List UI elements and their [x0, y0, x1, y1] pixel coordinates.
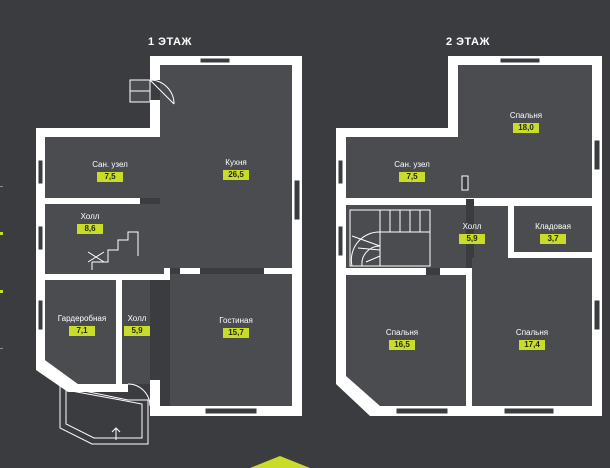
- room-name: Кухня: [225, 158, 247, 167]
- floor-1-rooms: [45, 65, 292, 406]
- edge-tick: [0, 186, 3, 187]
- room-area: 3,7: [540, 234, 566, 244]
- room-name: Кладовая: [535, 222, 571, 231]
- room-name: Холл: [462, 222, 482, 231]
- floor-1-entrance: [129, 79, 175, 105]
- room-area: 18,0: [513, 123, 539, 133]
- room-f1-hall: Холл 8,6: [60, 212, 120, 234]
- room-name: Холл: [127, 314, 147, 323]
- room-area: 7,5: [399, 172, 425, 182]
- room-name: Гардеробная: [57, 314, 107, 323]
- room-f2-storage: Кладовая 3,7: [518, 222, 588, 244]
- room-f1-wardrobe: Гардеробная 7,1: [48, 314, 116, 336]
- floor-1-porch: [59, 383, 151, 445]
- room-name: Спальня: [385, 328, 419, 337]
- floor-2-windows: [337, 57, 601, 415]
- bottom-triangle-decoration: [250, 456, 310, 468]
- floor-1-windows: [37, 57, 301, 415]
- floor-1-plan: [36, 56, 302, 445]
- room-name: Холл: [80, 212, 100, 221]
- room-f2-bedroom-2: Спальня 16,5: [362, 328, 442, 350]
- room-name: Сан. узел: [92, 160, 128, 169]
- floor-2-rooms: [346, 65, 592, 406]
- floor-2-plan: [336, 56, 602, 416]
- room-area: 5,9: [459, 234, 485, 244]
- room-f2-hall: Холл 5,9: [452, 222, 492, 244]
- room-f2-bedroom-1: Спальня 18,0: [486, 111, 566, 133]
- room-area: 5,9: [124, 326, 150, 336]
- room-area: 7,1: [69, 326, 95, 336]
- room-f1-bathroom: Сан. узел 7,5: [70, 160, 150, 182]
- edge-tick: [0, 348, 3, 349]
- room-name: Сан. узел: [394, 160, 430, 169]
- room-f1-hall-2: Холл 5,9: [122, 314, 152, 336]
- room-area: 7,5: [97, 172, 123, 182]
- edge-marker: [0, 290, 3, 293]
- room-area: 26,5: [223, 170, 249, 180]
- floor-1-stairs: [87, 231, 139, 270]
- room-f1-kitchen: Кухня 26,5: [196, 158, 276, 180]
- room-f2-bathroom: Сан. узел 7,5: [372, 160, 452, 182]
- room-name: Гостиная: [219, 316, 253, 325]
- room-name: Спальня: [509, 111, 543, 120]
- floor-2-stairs: [349, 209, 431, 267]
- floor-2-title: 2 ЭТАЖ: [446, 36, 490, 48]
- room-area: 8,6: [77, 224, 103, 234]
- room-area: 17,4: [519, 340, 545, 350]
- room-name: Спальня: [515, 328, 549, 337]
- room-area: 15,7: [223, 328, 249, 338]
- room-f1-living: Гостиная 15,7: [196, 316, 276, 338]
- room-f2-bedroom-3: Спальня 17,4: [492, 328, 572, 350]
- floor-1-title: 1 ЭТАЖ: [148, 36, 192, 48]
- edge-marker: [0, 232, 3, 235]
- room-area: 16,5: [389, 340, 415, 350]
